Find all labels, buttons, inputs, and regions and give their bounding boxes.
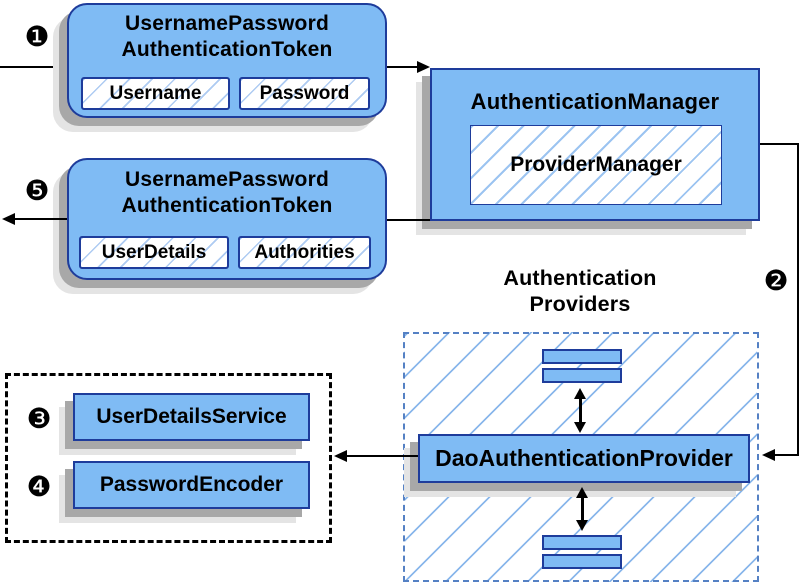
arrow-manager-to-provider-vertical <box>797 143 799 456</box>
password-field-box: Password <box>239 77 370 110</box>
double-arrow-top-uphead <box>574 388 586 399</box>
authentication-providers-label-line2: Providers <box>529 292 631 316</box>
response-token-title-line1: UsernamePassword <box>125 168 329 191</box>
authentication-manager-node: AuthenticationManager ProviderManager <box>430 68 760 221</box>
authentication-providers-label: Authentication Providers <box>455 265 705 317</box>
user-details-service-node: UserDetailsService <box>73 393 310 441</box>
provider-manager-label: ProviderManager <box>510 153 682 176</box>
request-token-title-line1: UsernamePassword <box>125 12 329 35</box>
user-details-service-label: UserDetailsService <box>96 405 287 428</box>
step-5-badge: ❺ <box>24 174 50 207</box>
user-details-field-label: UserDetails <box>101 241 207 263</box>
username-field-box: Username <box>81 77 230 110</box>
username-field-label: Username <box>109 82 202 104</box>
authorities-field-label: Authorities <box>254 241 355 263</box>
request-token-node: UsernamePassword AuthenticationToken Use… <box>67 3 387 118</box>
arrow-response-out <box>13 218 67 220</box>
step-3-badge: ❸ <box>26 402 52 435</box>
request-token-title-line2: AuthenticationToken <box>121 38 333 61</box>
double-arrow-top-downhead <box>574 422 586 433</box>
step-4-badge: ❹ <box>26 470 52 503</box>
arrow-manager-to-provider-bottom <box>774 454 799 456</box>
arrow-response-out-head <box>2 213 15 225</box>
arrow-manager-to-provider-top <box>760 143 799 145</box>
response-token-node: UsernamePassword AuthenticationToken Use… <box>67 158 387 280</box>
line-manager-to-response-token <box>387 219 430 221</box>
double-arrow-bottom-downhead <box>576 520 588 531</box>
arrow-provider-to-collaborators <box>346 455 418 457</box>
user-details-field-box: UserDetails <box>79 236 229 269</box>
authentication-manager-title: AuthenticationManager <box>470 89 720 114</box>
dao-authentication-provider-node: DaoAuthenticationProvider <box>418 434 750 483</box>
double-arrow-top-shaft <box>579 397 582 424</box>
double-arrow-bottom-shaft <box>581 496 584 522</box>
arrow-token-to-manager <box>387 66 419 68</box>
password-encoder-node: PasswordEncoder <box>73 461 310 509</box>
arrow-request-in <box>0 66 68 68</box>
provider-placeholder-bar-bottom-1 <box>542 535 622 550</box>
step-1-badge: ❶ <box>24 20 50 53</box>
step-2-badge: ❷ <box>763 264 789 297</box>
provider-placeholder-bar-top-2 <box>542 368 622 383</box>
authorities-field-box: Authorities <box>238 236 371 269</box>
arrow-manager-to-provider-head <box>762 449 775 461</box>
dao-authentication-provider-label: DaoAuthenticationProvider <box>435 445 733 471</box>
provider-placeholder-bar-bottom-2 <box>542 554 622 569</box>
arrow-provider-to-collaborators-head <box>334 450 347 462</box>
password-encoder-label: PasswordEncoder <box>99 473 284 496</box>
request-token-title: UsernamePassword AuthenticationToken <box>69 11 385 63</box>
double-arrow-bottom-uphead <box>576 487 588 498</box>
authentication-providers-label-line1: Authentication <box>503 266 657 290</box>
response-token-title-line2: AuthenticationToken <box>121 194 333 217</box>
provider-placeholder-bar-top-1 <box>542 349 622 364</box>
password-field-label: Password <box>259 82 350 104</box>
provider-manager-node: ProviderManager <box>470 125 722 205</box>
response-token-title: UsernamePassword AuthenticationToken <box>69 167 385 219</box>
arrow-token-to-manager-head <box>417 61 430 73</box>
